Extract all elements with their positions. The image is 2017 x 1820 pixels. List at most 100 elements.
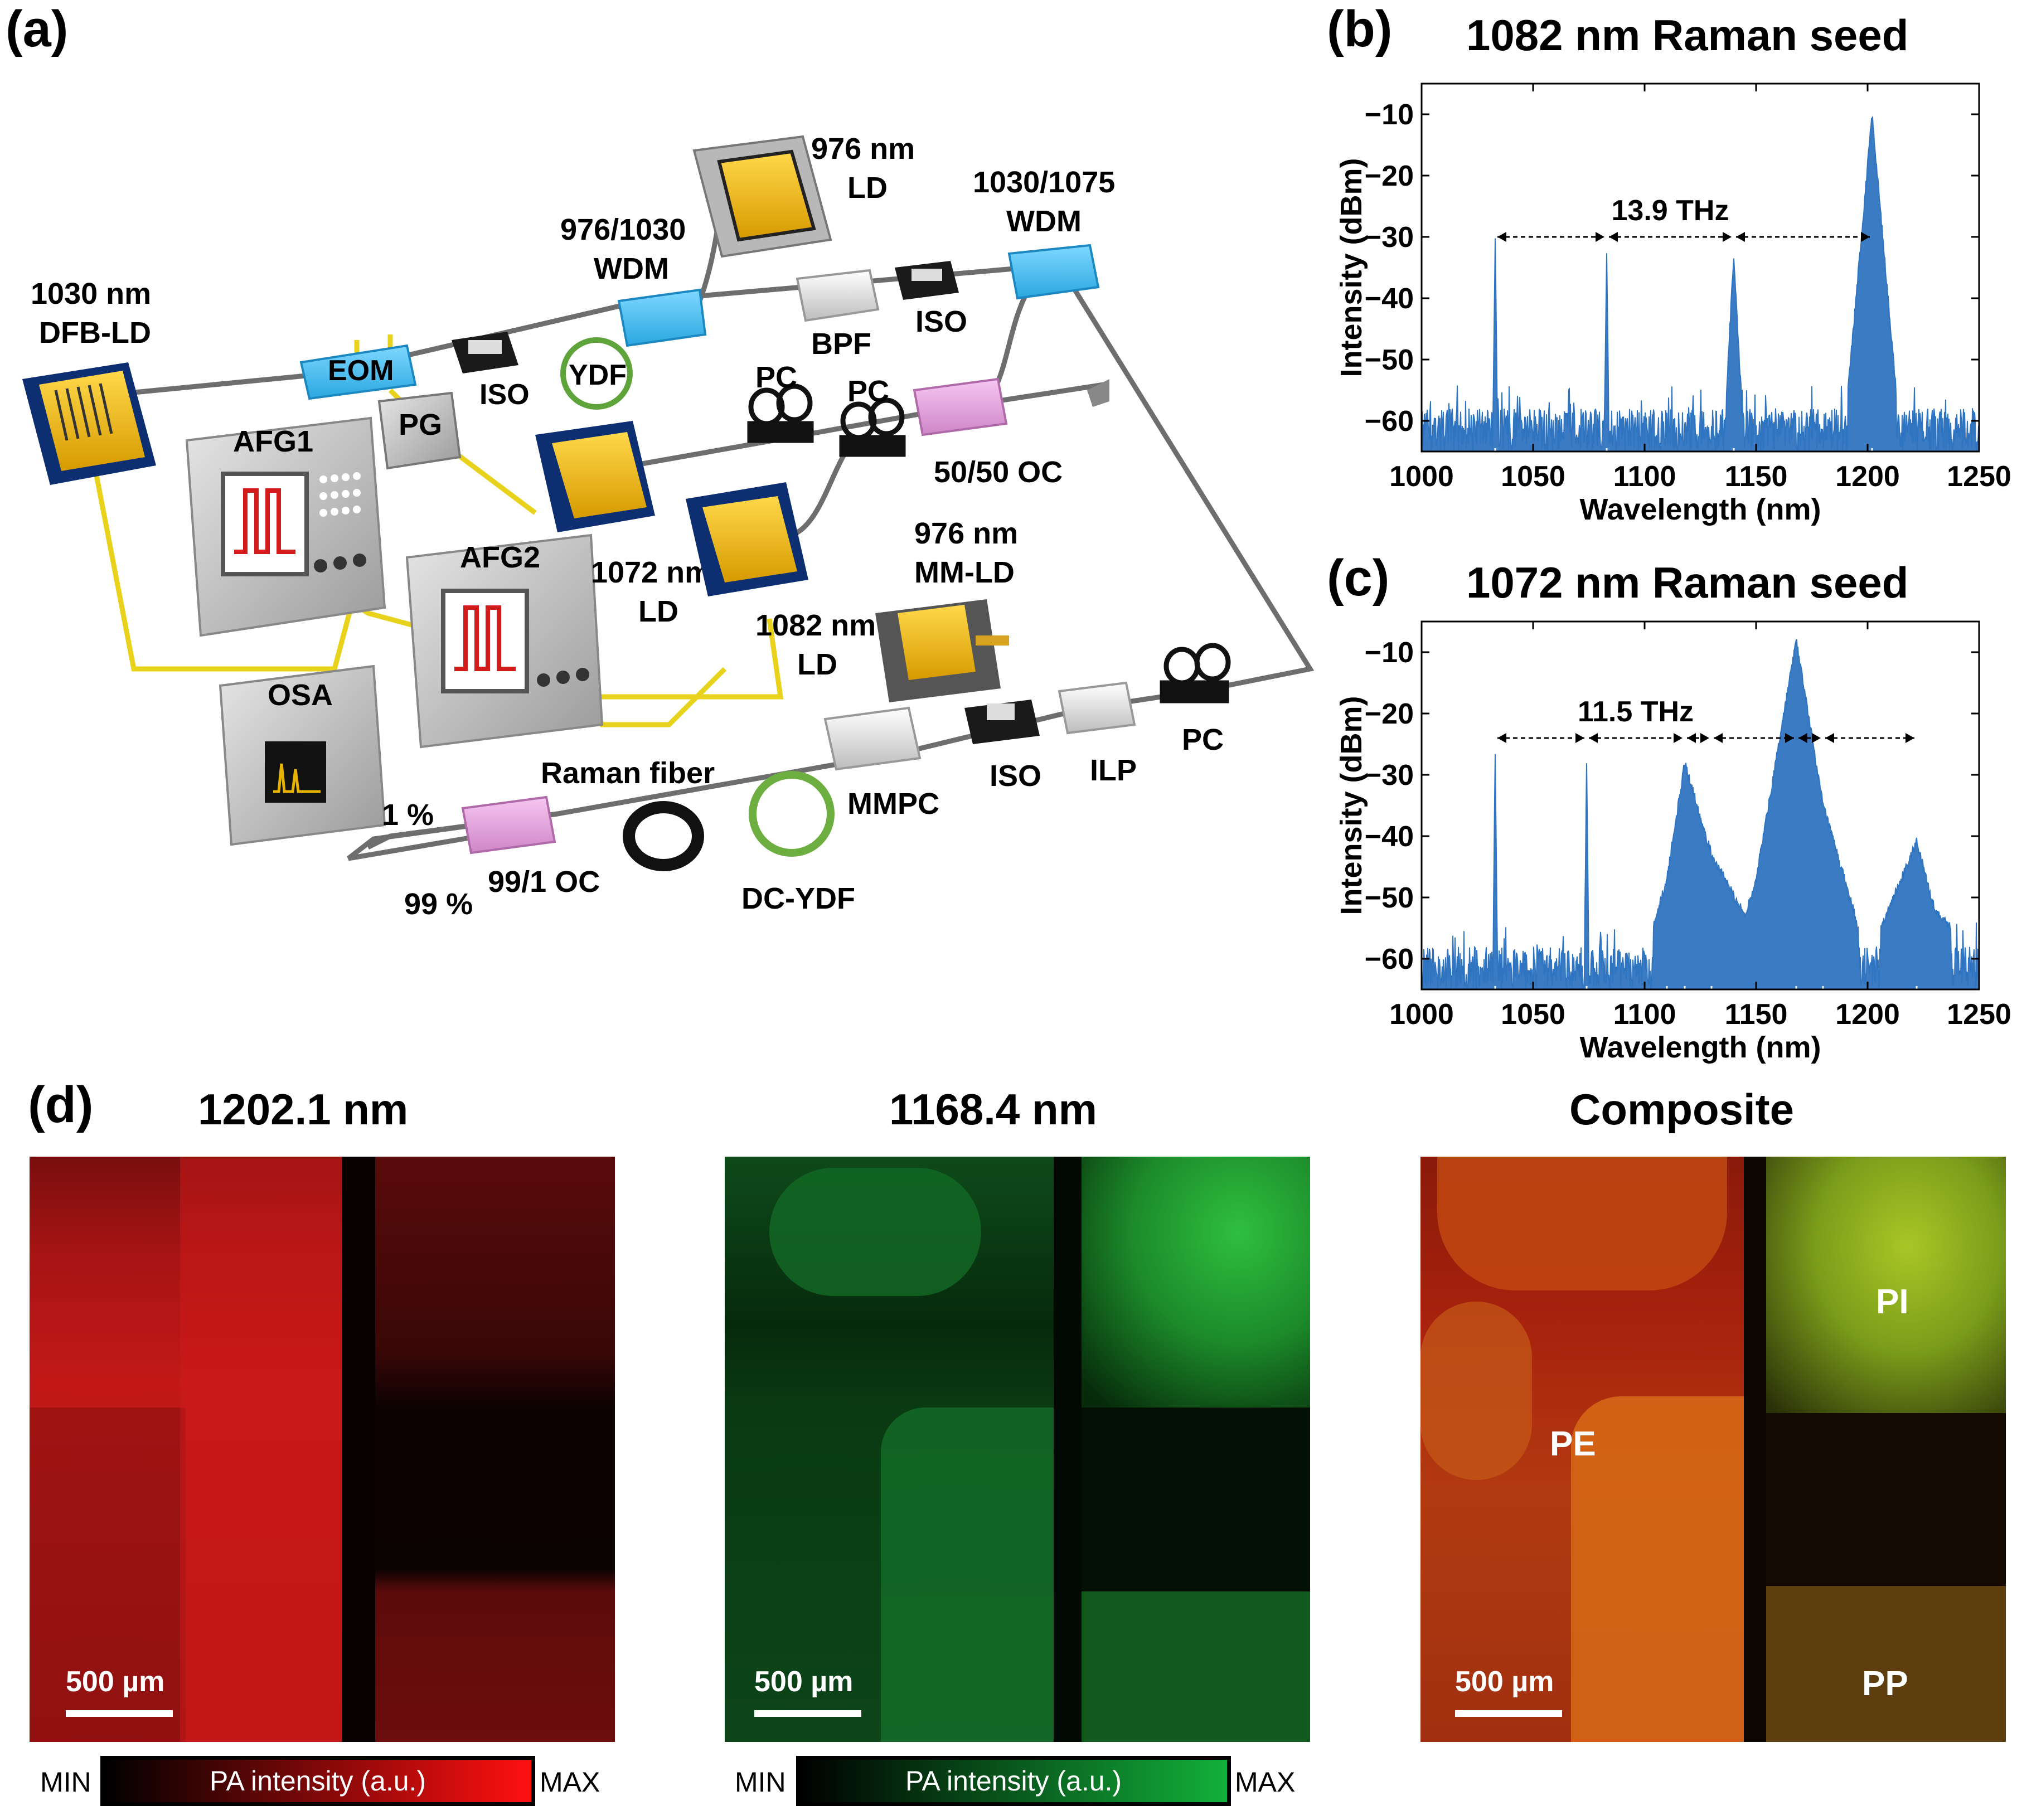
label-ninety-nine-pct: 99 % [404, 887, 473, 921]
arrowhead-right-0-2 [1861, 232, 1870, 242]
y-tick-label-1-2: −30 [1365, 759, 1414, 792]
y-tick-label-1-3: −40 [1365, 821, 1414, 853]
region-label-pe: PE [1550, 1425, 1596, 1463]
colorbar-red-label: PA intensity (a.u.) [209, 1765, 426, 1797]
colorbar-green-min: MIN [735, 1766, 786, 1798]
label-wdm2-line2: WDM [1006, 205, 1082, 238]
x-tick-label-1-5: 1250 [1947, 998, 2011, 1031]
afg1-instrument-icon [185, 416, 386, 637]
label-one-pct: 1 % [382, 798, 434, 832]
y-tick-label-1-5: −60 [1365, 943, 1414, 975]
label-ld1072-line2: LD [638, 595, 678, 628]
label-dc-ydf: DC-YDF [741, 882, 855, 915]
label-ydf: YDF [569, 359, 627, 391]
label-ld1082-line1: 1082 nm [755, 609, 876, 642]
mm-ld-icon [875, 599, 1009, 702]
raman-fiber-coil-icon [623, 801, 704, 871]
y-tick-label-0-5: −60 [1365, 405, 1414, 438]
pc-1-icon [747, 384, 814, 443]
x-tick-label-1-1: 1050 [1501, 998, 1565, 1031]
x-axis-title-1: Wavelength (nm) [1579, 1031, 1821, 1064]
image-title-composite: Composite [1569, 1085, 1795, 1134]
plot-frame-1 [1420, 620, 1980, 991]
ld-976-icon [692, 135, 832, 258]
oc-5050-icon [913, 377, 1008, 436]
label-mmld-line1: 976 nm [914, 517, 1018, 550]
spacing-annotation-1: 11.5 THz [1578, 696, 1694, 728]
y-axis-title-1: Intensity (dBm) [1335, 696, 1368, 915]
label-dfb-ld-line2: DFB-LD [39, 316, 151, 350]
arrowhead-right-1-0 [1575, 733, 1584, 743]
arrowhead-left-1-3 [1714, 733, 1723, 743]
x-tick-label-0-1: 1050 [1501, 460, 1565, 493]
iso-2-icon [895, 261, 959, 300]
y-tick-label-0-3: −40 [1365, 283, 1414, 315]
label-ld976-line2: LD [847, 171, 888, 205]
pa-image-1202 [30, 1157, 615, 1742]
label-dfb-ld-line1: 1030 nm [31, 277, 151, 310]
colorbar-green: PA intensity (a.u.) [796, 1756, 1231, 1806]
label-iso-1: ISO [479, 378, 530, 411]
label-afg1: AFG1 [233, 425, 313, 458]
colorbar-red: PA intensity (a.u.) [100, 1756, 535, 1806]
panel-label-b: (b) [1327, 1, 1393, 57]
y-tick-label-0-4: −50 [1365, 344, 1414, 376]
fiber-end-icon [1087, 379, 1109, 407]
oc-991-icon [461, 795, 556, 855]
bpf-icon [796, 269, 880, 322]
scale-bar-1202-label: 500 µm [66, 1666, 165, 1698]
arrowhead-left-0-0 [1497, 232, 1506, 242]
y-tick-label-0-0: −10 [1365, 99, 1414, 131]
y-tick-label-1-1: −20 [1365, 698, 1414, 730]
arrowhead-left-0-1 [1609, 232, 1618, 242]
panel-label-a: (a) [6, 1, 69, 57]
y-tick-label-1-0: −10 [1365, 637, 1414, 669]
iso-1-icon [452, 332, 518, 373]
arrowhead-left-1-4 [1798, 733, 1807, 743]
ld-1082-icon [686, 482, 808, 596]
arrowhead-left-1-0 [1497, 733, 1506, 743]
spectrum-line-1 [1421, 639, 1980, 991]
ilp-icon [1058, 681, 1136, 735]
spectrum-area-1 [1422, 639, 1979, 989]
arrowhead-right-1-5 [1906, 733, 1914, 743]
label-mmpc: MMPC [847, 787, 939, 821]
image-title-1202: 1202.1 nm [198, 1085, 409, 1134]
y-tick-label-0-1: −20 [1365, 160, 1414, 192]
label-ilp: ILP [1090, 754, 1137, 787]
arrowhead-right-1-1 [1674, 733, 1683, 743]
label-afg2: AFG2 [460, 541, 540, 574]
pa-image-1168 [725, 1157, 1310, 1742]
arrowhead-left-0-2 [1736, 232, 1745, 242]
colorbar-red-min: MIN [40, 1766, 91, 1798]
eom-icon [299, 344, 417, 400]
y-tick-label-0-2: −30 [1365, 221, 1414, 254]
arrowhead-right-1-2 [1700, 733, 1709, 743]
label-raman-fiber: Raman fiber [541, 756, 715, 790]
colorbar-red-max: MAX [540, 1766, 600, 1798]
label-oc-991: 99/1 OC [488, 865, 600, 899]
arrowhead-right-0-1 [1723, 232, 1732, 242]
arrowhead-right-1-3 [1785, 733, 1794, 743]
label-ld1072-line1: 1072 nm [591, 556, 711, 589]
colorbar-green-max: MAX [1235, 1766, 1296, 1798]
scale-bar-1168 [754, 1710, 861, 1717]
x-tick-label-0-3: 1150 [1725, 460, 1788, 493]
scale-bar-1202 [66, 1710, 173, 1717]
arrowhead-left-1-1 [1589, 733, 1598, 743]
osa-instrument-icon [219, 664, 386, 846]
ydf-coil-icon [560, 337, 633, 410]
label-wdm1-line1: 976/1030 [560, 213, 686, 246]
arrowhead-right-0-0 [1596, 232, 1604, 242]
x-tick-label-1-3: 1150 [1725, 998, 1788, 1031]
iso-3-icon [964, 700, 1040, 744]
mmpc-icon [823, 706, 922, 771]
x-tick-label-1-0: 1000 [1389, 998, 1454, 1031]
arrowhead-left-1-5 [1825, 733, 1834, 743]
plot-frame-0 [1420, 82, 1980, 453]
x-tick-label-1-2: 1100 [1613, 998, 1676, 1031]
afg2-instrument-icon [405, 533, 604, 749]
scale-bar-composite [1455, 1710, 1562, 1717]
label-pc-1: PC [755, 361, 797, 394]
